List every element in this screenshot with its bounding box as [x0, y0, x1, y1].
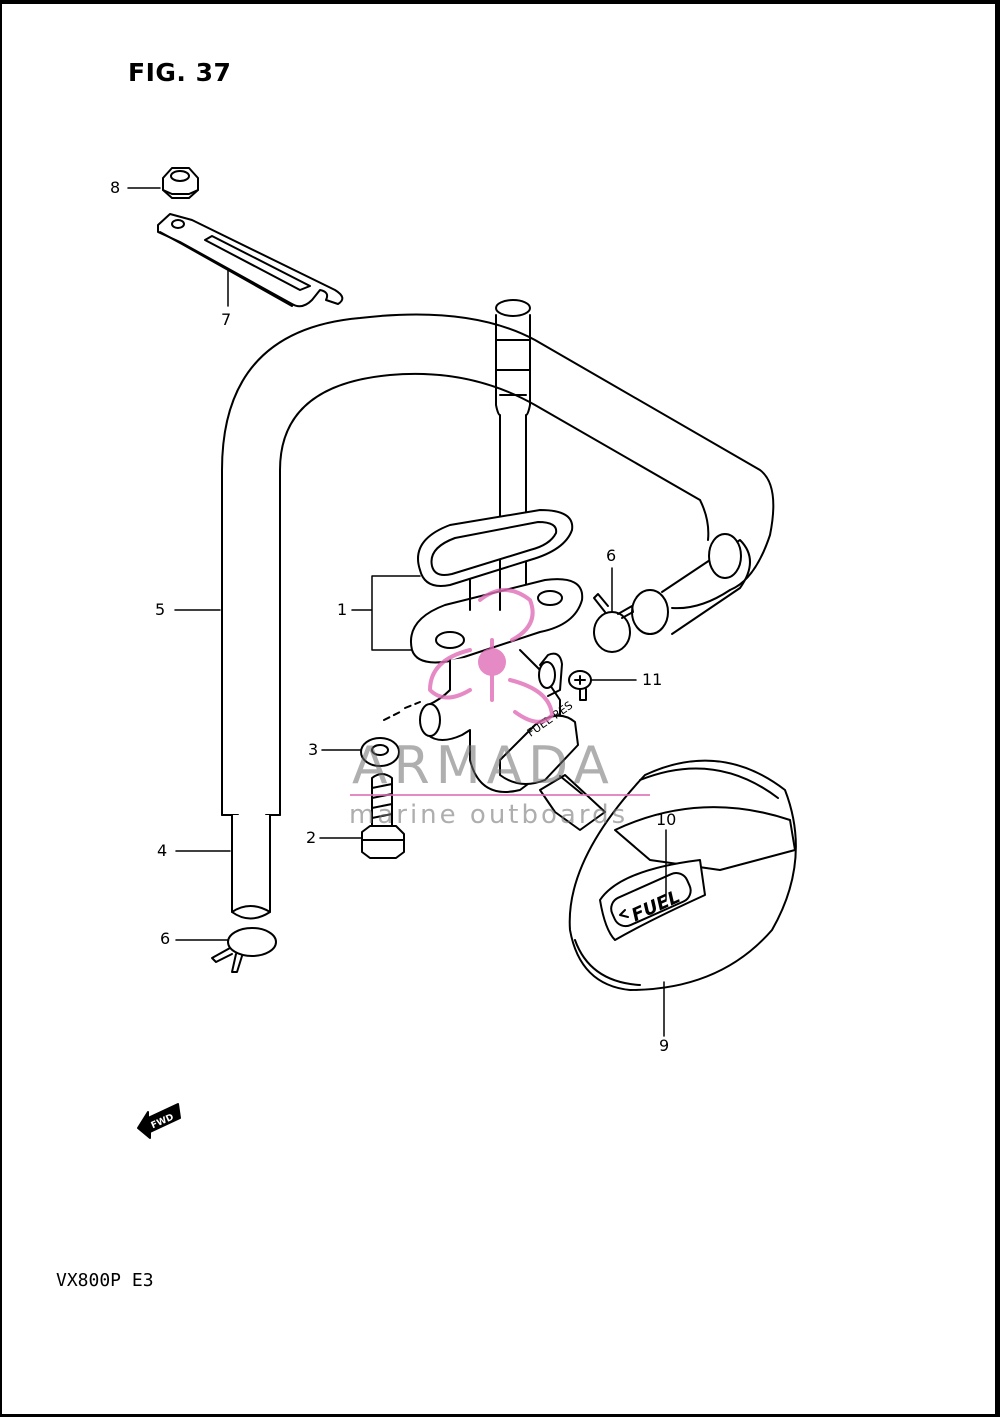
part-1-gasket-set	[410, 509, 584, 664]
part-11-screw	[568, 670, 592, 701]
callout-4: 4	[157, 841, 168, 860]
leader-lines	[127, 187, 667, 1037]
watermark-tagline: marine outboards	[349, 800, 629, 830]
frame-border-right	[995, 0, 1000, 1417]
part-3-washer	[360, 737, 400, 767]
frame-border-left	[0, 0, 2, 1417]
callout-5: 5	[155, 600, 166, 619]
part-8-nut	[162, 167, 199, 199]
part-2-bolt	[361, 773, 405, 859]
model-code: VX800P E3	[56, 1270, 154, 1291]
part-7-strap	[157, 213, 344, 308]
callout-3: 3	[308, 740, 319, 759]
callout-2: 2	[306, 828, 317, 847]
part-6-clip-lower	[211, 927, 277, 973]
part-4-pipe	[231, 814, 271, 920]
frame-border-bottom	[0, 1414, 1000, 1417]
callout-11: 11	[642, 670, 663, 689]
figure-title: FIG. 37	[128, 58, 232, 87]
watermark-brand-name: ARMADA	[352, 736, 615, 796]
callout-6-lower: 6	[160, 929, 171, 948]
callout-1: 1	[337, 600, 348, 619]
part-5-fuel-hose	[221, 313, 775, 816]
watermark-rule	[350, 794, 650, 796]
forward-direction-arrow: FWD	[137, 1103, 181, 1139]
frame-border-top	[0, 0, 1000, 4]
callout-9: 9	[659, 1036, 670, 1055]
callout-7: 7	[221, 310, 232, 329]
leader-1	[351, 575, 421, 651]
callout-8: 8	[110, 178, 121, 197]
fuel-pickup-tube	[495, 299, 531, 621]
callout-10: 10	[656, 810, 677, 829]
part-9-fuel-cap: FUEL	[568, 759, 797, 991]
callout-6-upper: 6	[606, 546, 617, 565]
part-6-clip-upper	[593, 593, 634, 653]
watermark-logo-mark	[428, 588, 554, 724]
